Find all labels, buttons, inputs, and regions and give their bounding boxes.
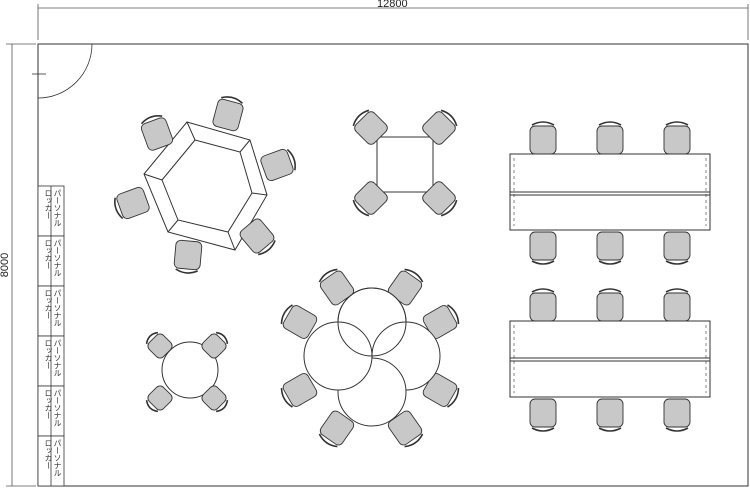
chair-icon: [114, 186, 150, 220]
locker-label: パーソナルロッカー: [44, 289, 62, 327]
chair-icon: [212, 96, 244, 132]
chair-icon: [201, 331, 229, 359]
chair-icon: [529, 398, 557, 432]
petal-table-chairs: [280, 268, 460, 448]
chair-icon: [318, 268, 355, 306]
width-dimension: [37, 4, 749, 40]
small-round-chairs: [145, 331, 229, 413]
chair-icon: [663, 231, 691, 265]
chair-icon: [422, 373, 460, 408]
hexagon-table: [143, 121, 268, 251]
chair-icon: [422, 181, 458, 217]
chair-icon: [201, 385, 229, 413]
chair-icon: [529, 288, 557, 322]
square-table: [376, 136, 434, 193]
chair-icon: [596, 121, 624, 155]
small-round-table: [161, 341, 219, 399]
chair-icon: [663, 288, 691, 322]
height-dimension: [6, 43, 36, 487]
chair-icon: [173, 239, 203, 274]
chair-icon: [260, 148, 296, 182]
locker-label: パーソナルロッカー: [44, 389, 62, 427]
personal-lockers: [37, 185, 65, 487]
hexagon-chairs: [114, 96, 296, 274]
chair-icon: [280, 304, 318, 339]
square-table-group: [352, 109, 458, 217]
small-round-table-group: [145, 331, 229, 413]
locker-label: パーソナルロッカー: [44, 239, 62, 277]
long-table-top: [509, 153, 711, 231]
locker-label: パーソナルロッカー: [44, 189, 62, 227]
square-table-chairs: [352, 109, 458, 217]
petal-table: [303, 287, 441, 427]
chair-icon: [387, 410, 424, 448]
chair-icon: [145, 331, 173, 359]
width-dimension-label: 12800: [377, 0, 408, 10]
chair-icon: [145, 385, 173, 413]
locker-label: パーソナルロッカー: [44, 339, 62, 377]
chair-icon: [140, 115, 174, 151]
hexagon-table-group: [114, 96, 296, 274]
chair-icon: [663, 398, 691, 432]
chair-icon: [318, 410, 355, 448]
locker-label: パーソナルロッカー: [44, 439, 62, 477]
petal-table-group: [280, 268, 460, 448]
long-table-bottom: [509, 320, 711, 398]
height-dimension-label: 8000: [0, 252, 11, 278]
long-table-chairs: [529, 121, 691, 432]
chair-icon: [422, 304, 460, 339]
chair-icon: [352, 181, 388, 217]
chair-icon: [352, 109, 388, 145]
chair-icon: [422, 109, 458, 145]
chair-icon: [663, 121, 691, 155]
chair-icon: [596, 288, 624, 322]
chair-icon: [529, 231, 557, 265]
chair-icon: [529, 121, 557, 155]
chair-icon: [596, 231, 624, 265]
chair-icon: [280, 373, 318, 408]
chair-icon: [596, 398, 624, 432]
door-swing-icon: [32, 43, 93, 99]
chair-icon: [239, 218, 276, 256]
